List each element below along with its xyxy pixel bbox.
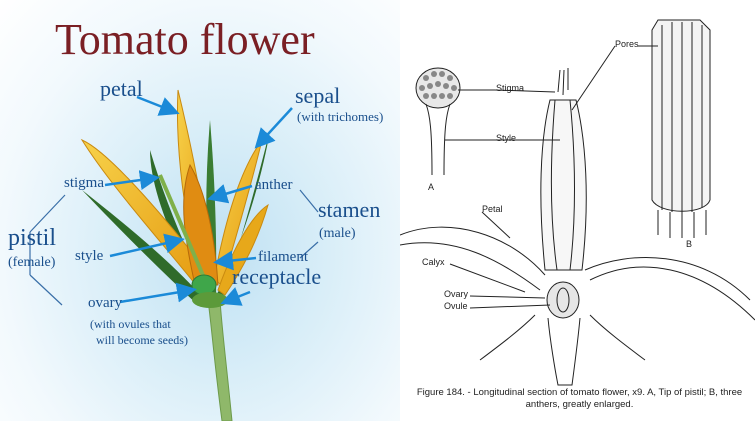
label-receptacle: receptacle <box>232 264 322 289</box>
label-ovary-note-2: will become seeds) <box>96 333 188 347</box>
ovary-shape <box>191 274 217 296</box>
pistil-bracket <box>29 194 66 306</box>
pistil-style <box>158 174 207 281</box>
label-petal: petal <box>100 76 143 101</box>
label-ovary: ovary <box>88 295 123 311</box>
label-anther: anther <box>255 177 293 193</box>
right-label-pores: Pores <box>615 39 639 49</box>
arrow-petal <box>136 95 180 116</box>
right-label-ovule: Ovule <box>444 301 468 311</box>
right-label-a: A <box>428 182 435 192</box>
label-stamen: stamen <box>318 197 381 222</box>
tomato-flower-illustration <box>29 89 319 421</box>
right-label-ovary: Ovary <box>444 289 469 299</box>
arrow-sepal <box>254 107 293 149</box>
label-pistil-note: (female) <box>8 255 56 270</box>
label-sepal: sepal <box>295 83 341 108</box>
arrow-anther <box>207 184 253 204</box>
stamen-bracket <box>299 189 319 259</box>
label-filament: filament <box>258 249 308 265</box>
receptacle-shape <box>192 292 228 308</box>
arrow-ovary <box>119 282 197 304</box>
label-pistil: pistil <box>8 225 57 251</box>
arrow-filament <box>213 250 257 271</box>
figure-a-pistil-tip <box>415 67 495 176</box>
right-label-petal: Petal <box>482 204 503 214</box>
flower-stem <box>207 299 233 421</box>
figure-caption: Figure 184. - Longitudinal section of to… <box>416 387 743 410</box>
label-stamen-note: (male) <box>319 226 356 241</box>
botanical-section-panel: Stigma Style Pores A B Petal Calyx Ovary… <box>400 0 755 421</box>
figure-b-anthers <box>638 19 711 238</box>
page-title: Tomato flower <box>55 15 315 64</box>
right-label-calyx: Calyx <box>422 257 445 267</box>
right-label-stigma: Stigma <box>496 83 525 93</box>
right-label-b: B <box>686 239 693 249</box>
label-style: style <box>75 248 104 264</box>
label-stigma: stigma <box>64 175 104 191</box>
arrow-stigma <box>104 170 160 190</box>
longitudinal-section-drawing <box>400 19 755 386</box>
arrow-style <box>109 233 185 258</box>
right-label-style: Style <box>496 133 517 143</box>
label-sepal-note: (with trichomes) <box>297 109 384 124</box>
label-ovary-note-1: (with ovules that <box>90 317 171 331</box>
arrow-receptacle <box>220 287 251 306</box>
tomato-flower-photo-panel: Tomato flower petal sepal (with trichome… <box>0 0 400 421</box>
main-flower-section <box>400 45 755 386</box>
